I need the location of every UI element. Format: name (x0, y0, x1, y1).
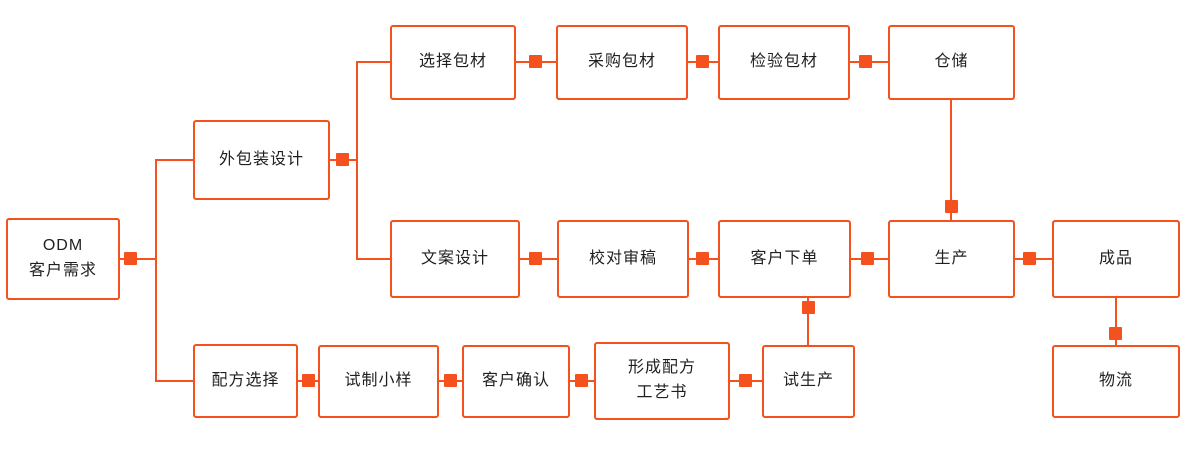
node-formula-document: 形成配方 工艺书 (594, 342, 730, 420)
node-package-design: 外包装设计 (193, 120, 330, 200)
connector-square (859, 55, 872, 68)
connector-square (302, 374, 315, 387)
connector-square (1109, 327, 1122, 340)
connector-line (356, 258, 390, 260)
connector-square (336, 153, 349, 166)
connector-line (356, 61, 390, 63)
connector-line (155, 159, 193, 161)
connector-square (696, 252, 709, 265)
connector-square (696, 55, 709, 68)
node-odm-customer-needs: ODM 客户需求 (6, 218, 120, 300)
connector-line (155, 159, 157, 382)
node-trial-production: 试生产 (762, 345, 855, 418)
connector-line (807, 298, 809, 345)
node-inspect-material: 检验包材 (718, 25, 850, 100)
connector-line (1115, 298, 1117, 345)
connector-square (945, 200, 958, 213)
node-logistics: 物流 (1052, 345, 1180, 418)
connector-square (802, 301, 815, 314)
connector-line (120, 258, 157, 260)
node-select-material: 选择包材 (390, 25, 516, 100)
node-purchase-material: 采购包材 (556, 25, 688, 100)
connector-line (950, 100, 952, 220)
node-customer-confirm: 客户确认 (462, 345, 570, 418)
connector-square (575, 374, 588, 387)
node-trial-sample: 试制小样 (318, 345, 439, 418)
node-customer-order: 客户下单 (718, 220, 851, 298)
node-finished-product: 成品 (1052, 220, 1180, 298)
node-formula-select: 配方选择 (193, 344, 298, 418)
connector-line (155, 380, 193, 382)
connector-square (1023, 252, 1036, 265)
connector-square (529, 55, 542, 68)
connector-square (444, 374, 457, 387)
connector-square (739, 374, 752, 387)
node-copy-design: 文案设计 (390, 220, 520, 298)
node-production: 生产 (888, 220, 1015, 298)
node-proofread: 校对审稿 (557, 220, 689, 298)
connector-line (356, 61, 358, 259)
connector-square (861, 252, 874, 265)
connector-square (124, 252, 137, 265)
node-warehouse: 仓储 (888, 25, 1015, 100)
connector-square (529, 252, 542, 265)
